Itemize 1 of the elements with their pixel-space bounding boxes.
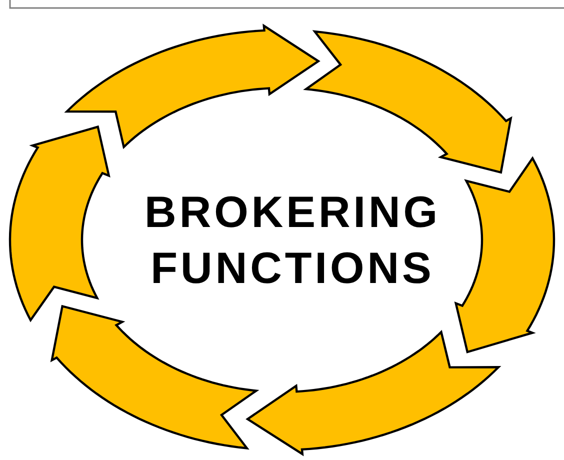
center-title: BROKERING FUNCTIONS — [144, 187, 442, 295]
